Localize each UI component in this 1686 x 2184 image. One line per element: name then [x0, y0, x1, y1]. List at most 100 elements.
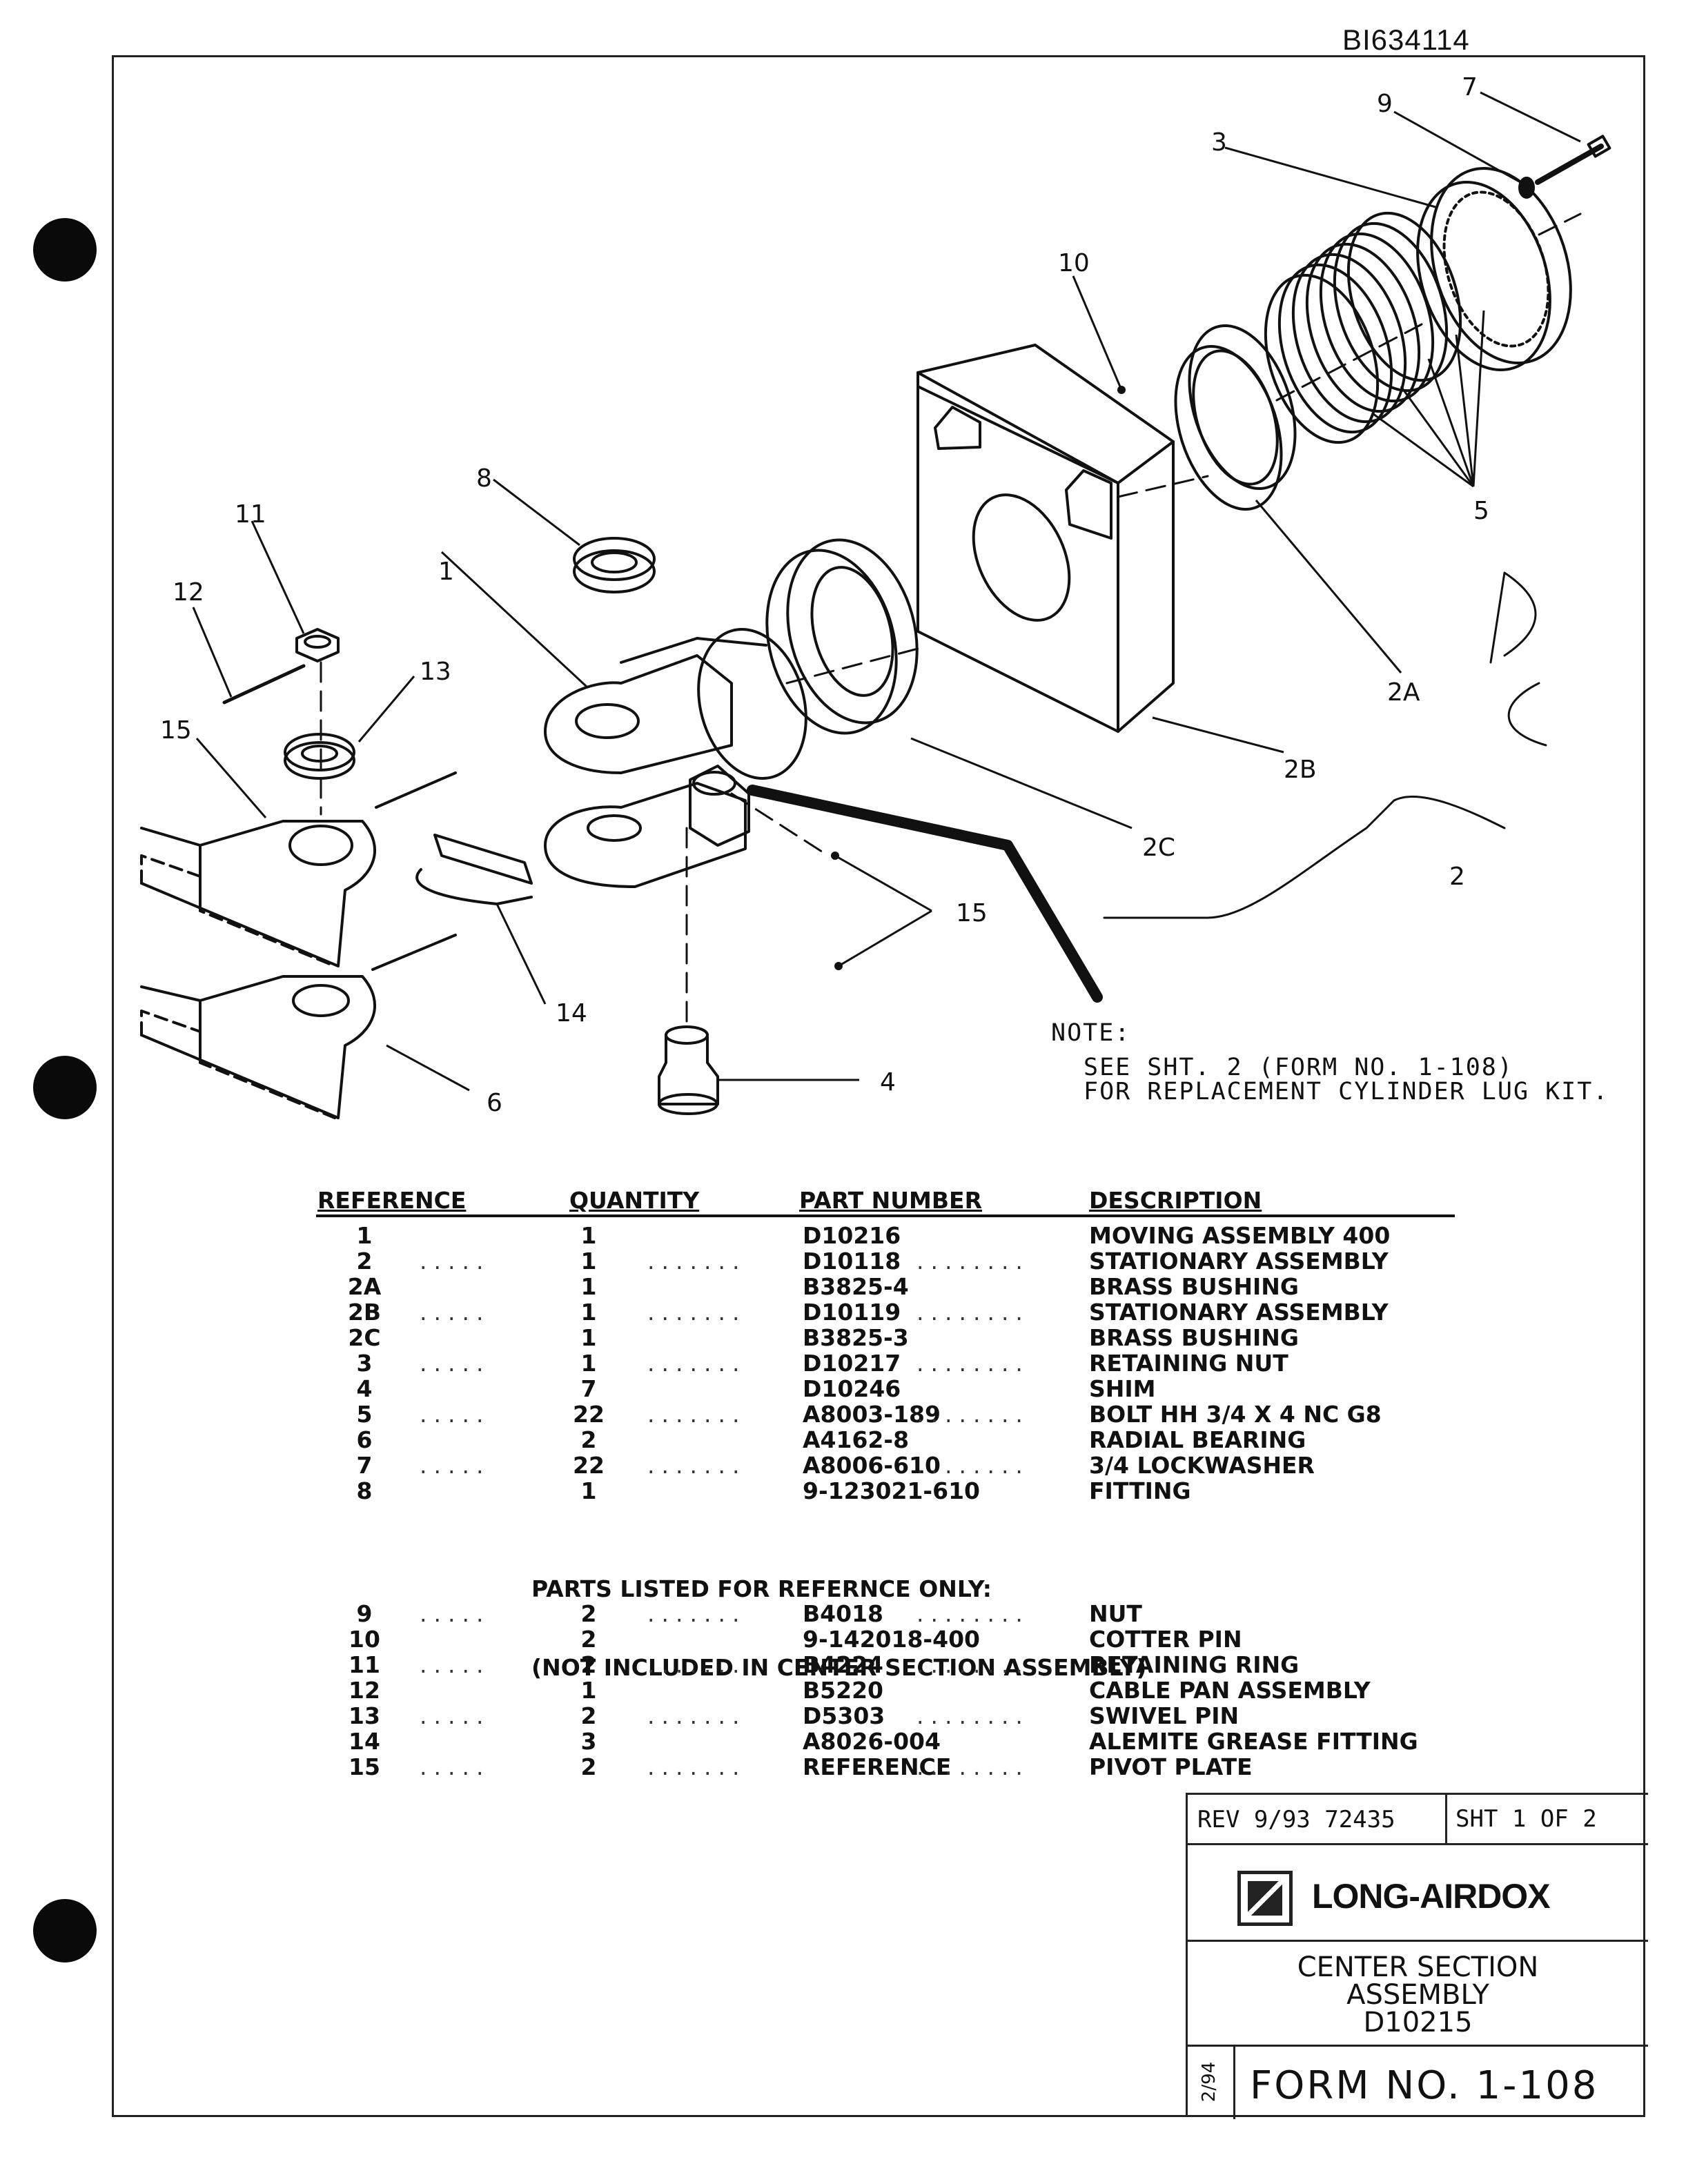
part-number-cell: D5303 [803, 1702, 885, 1729]
note-line-1: SEE SHT. 2 (FORM NO. 1-108) [1084, 1054, 1513, 1081]
note-label: NOTE: [1051, 1019, 1131, 1047]
callout-5: 7 [1462, 73, 1478, 101]
callout-7: 9 [1377, 90, 1393, 118]
part-number-cell: D10119 [803, 1299, 901, 1326]
dot-leader: ........ [916, 1453, 1030, 1478]
pivot-plate-upper-part [140, 771, 457, 967]
cable-pan-part [415, 834, 533, 905]
quantity-cell: 2 [580, 1753, 597, 1780]
quantity-cell: 2 [580, 1626, 597, 1653]
part-number-cell: B4018 [803, 1600, 883, 1627]
part-number-cell: A8026-004 [803, 1728, 941, 1755]
ref-cell: 2B [347, 1299, 382, 1326]
reference-only-line-2: (NOT INCLUDED IN CENTER SECTION ASSEMBLY… [531, 1654, 1147, 1681]
revision-row: REV 9/93 72435 SHT 1 OF 2 [1188, 1795, 1648, 1845]
dot-leader: ....... [647, 1299, 747, 1325]
drawing-border [112, 55, 1645, 2117]
description-cell: SWIVEL PIN [1089, 1702, 1239, 1729]
part-number-cell: D10217 [803, 1350, 901, 1377]
description-cell: CABLE PAN ASSEMBLY [1089, 1677, 1371, 1704]
description-cell: MOVING ASSEMBLY 400 [1089, 1222, 1391, 1249]
quantity-cell: 1 [580, 1324, 597, 1351]
quantity-cell: 2 [580, 1651, 597, 1678]
header-reference: REFERENCE [317, 1187, 467, 1214]
part-number-cell: D10246 [803, 1375, 901, 1402]
description-cell: BOLT HH 3/4 X 4 NC G8 [1089, 1401, 1382, 1428]
quantity-cell: 2 [580, 1600, 597, 1627]
quantity-cell: 1 [580, 1222, 597, 1249]
lockwasher-part [1518, 177, 1535, 199]
dot-leader: ....... [647, 1601, 747, 1626]
form-number-row: 2/94 FORM NO. 1-108 [1188, 2047, 1648, 2119]
ref-cell: 4 [356, 1375, 373, 1402]
dot-leader: ....... [647, 1401, 747, 1427]
quantity-cell: 2 [580, 1702, 597, 1729]
quantity-cell: 1 [580, 1350, 597, 1377]
callout-2a: 2A [1387, 678, 1420, 707]
title-line-3: D10215 [1363, 2007, 1473, 2038]
description-cell: 3/4 LOCKWASHER [1089, 1452, 1315, 1479]
cotter-pin-part [222, 664, 306, 705]
nut-part [295, 628, 340, 662]
callout-11: 13 [420, 658, 451, 686]
header-description: DESCRIPTION [1089, 1187, 1262, 1214]
swivel-pin-part [658, 1025, 719, 1115]
quantity-cell: 22 [573, 1401, 605, 1428]
bolt-part [1535, 144, 1604, 185]
part-number-cell: D10118 [803, 1248, 901, 1275]
title-block: REV 9/93 72435 SHT 1 OF 2 LONG-AIRDOX CE… [1186, 1793, 1648, 2119]
dot-leader: ....... [647, 1453, 747, 1478]
punch-hole-bottom [33, 1899, 97, 1962]
dot-leader: ....... [647, 1248, 747, 1274]
dot-leader: ..... [420, 1299, 491, 1325]
description-cell: STATIONARY ASSEMBLY [1089, 1248, 1389, 1275]
part-number-cell: B5220 [803, 1677, 883, 1704]
dot-leader: ....... [647, 1350, 747, 1376]
header-part-number: PART NUMBER [799, 1187, 982, 1214]
callout-4: 5 [1473, 497, 1489, 525]
header-quantity: QUANTITY [569, 1187, 700, 1214]
ref-cell: 14 [349, 1728, 380, 1755]
ref-cell: 12 [349, 1677, 380, 1704]
radial-bearing-part [573, 537, 656, 593]
part-number-cell: A4162-8 [803, 1426, 910, 1453]
hose-part [747, 785, 1103, 1003]
part-number-cell: D10216 [803, 1222, 901, 1249]
title-line-1: CENTER SECTION [1297, 1951, 1539, 1983]
part-number-cell: A8003-189 [803, 1401, 941, 1428]
stationary-block-part [916, 344, 1175, 733]
quantity-cell: 1 [580, 1477, 597, 1504]
part-number-cell: B3825-4 [803, 1273, 909, 1300]
sheet-info: SHT 1 OF 2 [1445, 1795, 1597, 1843]
quantity-cell: 7 [580, 1375, 597, 1402]
drawing-title: CENTER SECTION ASSEMBLY D10215 [1188, 1940, 1648, 2047]
note-line-2: FOR REPLACEMENT CYLINDER LUG KIT. [1084, 1078, 1609, 1105]
brass-bushing-2c-part [765, 538, 919, 735]
dot-leader: ........ [916, 1754, 1030, 1780]
callout-10: 12 [173, 578, 204, 607]
callout-8: 10 [1058, 249, 1090, 277]
quantity-cell: 1 [580, 1299, 597, 1326]
quantity-cell: 1 [580, 1248, 597, 1275]
part-number-cell: B3825-3 [803, 1324, 909, 1351]
retaining-ring-part [284, 733, 355, 780]
ref-cell: 10 [349, 1626, 380, 1653]
company-logo-area: LONG-AIRDOX [1188, 1843, 1648, 1942]
dot-leader: ..... [420, 1601, 491, 1626]
description-cell: PIVOT PLATE [1089, 1753, 1253, 1780]
ref-cell: 2A [347, 1273, 382, 1300]
dot-leader: ....... [647, 1652, 747, 1678]
description-cell: RETAINING RING [1089, 1651, 1300, 1678]
